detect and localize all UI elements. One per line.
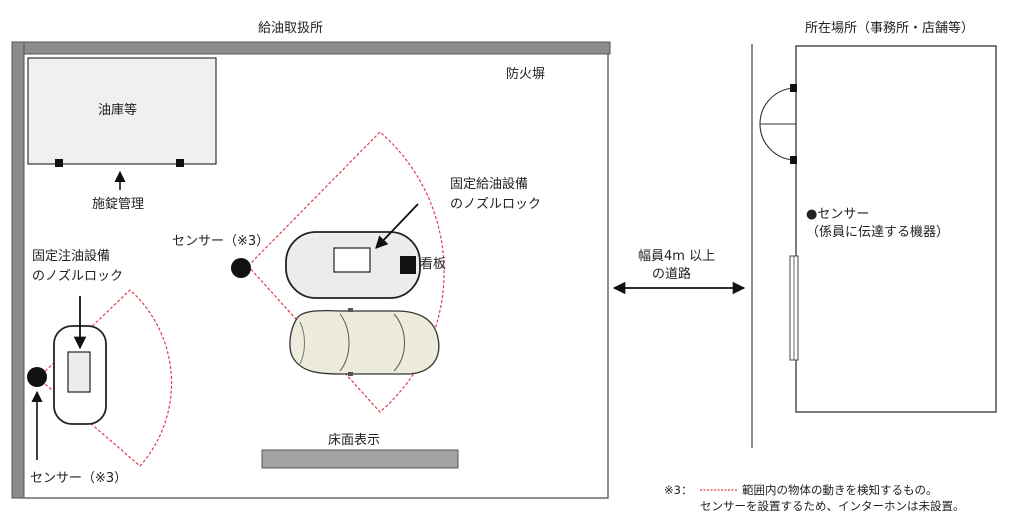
firewall-left bbox=[11, 41, 25, 499]
sensor-upper-label: センサー（※3） bbox=[172, 234, 270, 249]
firewall-top bbox=[11, 41, 611, 55]
sensor-range-lower bbox=[37, 289, 173, 467]
footnote-line-2: センサーを設置するため、インターホンは未設置。 bbox=[700, 499, 965, 513]
sensor-lower bbox=[27, 367, 47, 387]
car-icon bbox=[289, 308, 440, 376]
signboard-label: 看板 bbox=[420, 257, 447, 272]
floor-display-bar bbox=[261, 449, 459, 469]
storage-label: 油庫等 bbox=[98, 103, 138, 118]
fixed-fueling-label-2: のノズルロック bbox=[450, 197, 542, 212]
double-door-icon bbox=[759, 84, 797, 164]
office-title: 所在場所（事務所・店舗等） bbox=[805, 21, 975, 36]
fixed-fueling-label-1: 固定給油設備 bbox=[450, 177, 529, 192]
sensor-range-upper bbox=[247, 131, 445, 413]
station-title: 給油取扱所 bbox=[258, 21, 324, 36]
road-label-2: の道路 bbox=[652, 267, 692, 282]
fixed-injection-label-1: 固定注油設備 bbox=[32, 249, 111, 264]
floor-display-label: 床面表示 bbox=[328, 433, 381, 448]
fuel-dispenser bbox=[333, 247, 371, 273]
office-sensor-label-1: ●センサー bbox=[806, 207, 870, 222]
road-label-1: 幅員4m 以上 bbox=[638, 249, 716, 264]
firewall-label: 防火塀 bbox=[506, 67, 546, 82]
fueling-lock-arrow bbox=[375, 203, 419, 249]
sensor-upper bbox=[231, 258, 251, 278]
fixed-injection-label-2: のノズルロック bbox=[32, 269, 124, 284]
footnote-line-1: 範囲内の物体の動きを検知するもの。 bbox=[742, 483, 938, 497]
door-lock bbox=[176, 159, 184, 167]
office-building bbox=[795, 45, 997, 413]
oil-injection-unit bbox=[67, 351, 91, 393]
lock-management-label: 施錠管理 bbox=[92, 197, 145, 212]
signboard-marker bbox=[400, 256, 416, 274]
storage-building bbox=[27, 57, 217, 165]
footnote-marker: ※3： bbox=[664, 483, 693, 497]
door-lock bbox=[55, 159, 63, 167]
office-sensor-label-2: （係員に伝達する機器） bbox=[806, 225, 950, 240]
sensor-lower-label: センサー（※3） bbox=[30, 471, 128, 486]
